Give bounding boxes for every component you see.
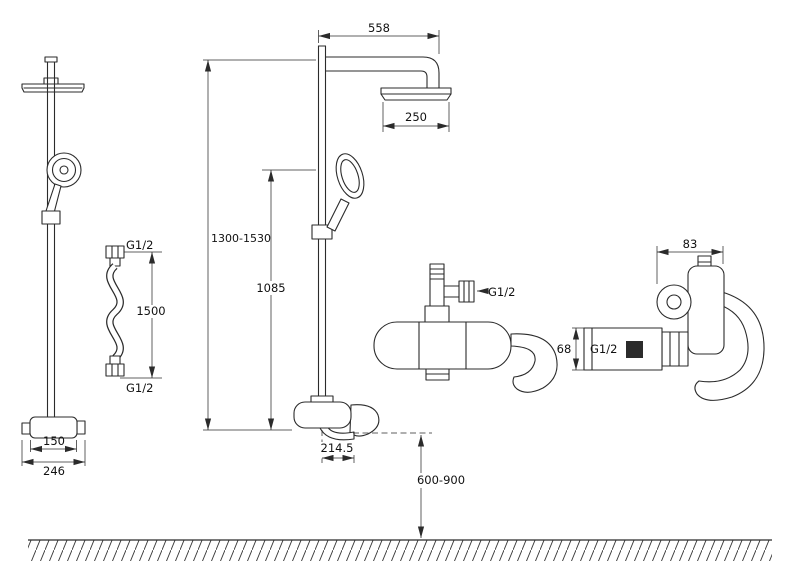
side-hand-shower [41,152,82,225]
dim-150-label: 150 [43,434,65,448]
mixer-side-spout: G1/2 [583,327,663,371]
mixer-front-thread-label: G1/2 [488,285,515,299]
front-hand-shower [311,153,365,240]
side-view-shower-column: 150 246 [21,56,86,478]
side-dim-150: 150 [30,434,77,453]
dim-246-label: 246 [43,464,65,478]
mixer-side-thread-label: G1/2 [590,342,617,356]
dim-68-label: 68 [557,342,572,356]
hose-thread-bottom-label: G1/2 [126,381,153,395]
hose-top-fitting [105,245,125,267]
dim-83-label: 83 [683,237,698,251]
mixer-side-view: 83 G1/2 68 [557,237,765,401]
hose-thread-top-label: G1/2 [126,238,153,252]
side-dim-246: 246 [21,440,86,478]
front-dim-1085: 1085 [252,169,316,430]
front-dim-spout-reach: 214.5 [317,430,357,463]
dim-214-5-label: 214.5 [321,441,354,455]
mixer-side-dim-68: 68 [557,327,584,371]
hose-flexible-tube [106,263,124,361]
side-mixer-body [21,416,86,439]
mixer-front-side-connector [443,280,475,303]
mixer-front-thread-callout: G1/2 [477,285,515,299]
mixer-front-top-pipe [424,263,450,323]
front-dim-558: 558 [318,21,440,54]
mixer-side-dim-83: 83 [656,237,724,284]
hose-dim-1500: 1500 [134,252,168,378]
dim-1500-label: 1500 [136,304,165,318]
dim-600-900-label: 600-900 [417,473,465,487]
hose-bottom-fitting [105,355,125,377]
front-riser-pole [317,45,327,403]
dim-1300-1530-label: 1300-1530 [211,232,271,245]
front-shower-arm [324,56,440,89]
thread-inlet-mark [626,341,643,358]
front-shower-head [380,87,452,101]
dim-1085-label: 1085 [256,281,285,295]
mixer-side-body [656,265,765,401]
front-dim-250: 250 [382,102,450,132]
dim-250-label: 250 [405,110,427,124]
dim-558-label: 558 [368,21,390,35]
front-view-shower-column: 558 250 1300-1530 1085 214.5 [203,21,469,538]
front-dim-total-height: 1300-1530 [203,59,316,431]
front-mixer [293,395,380,441]
side-shower-head [21,56,85,93]
mixer-front-body [373,321,558,393]
side-riser-pole [46,61,56,418]
ground-hatching [28,540,772,561]
hose-detail: 1500 G1/2 G1/2 [105,238,168,395]
ground-line [28,539,772,561]
mixer-front-view: G1/2 [373,263,558,393]
front-dim-install-height: 600-900 [353,432,469,538]
